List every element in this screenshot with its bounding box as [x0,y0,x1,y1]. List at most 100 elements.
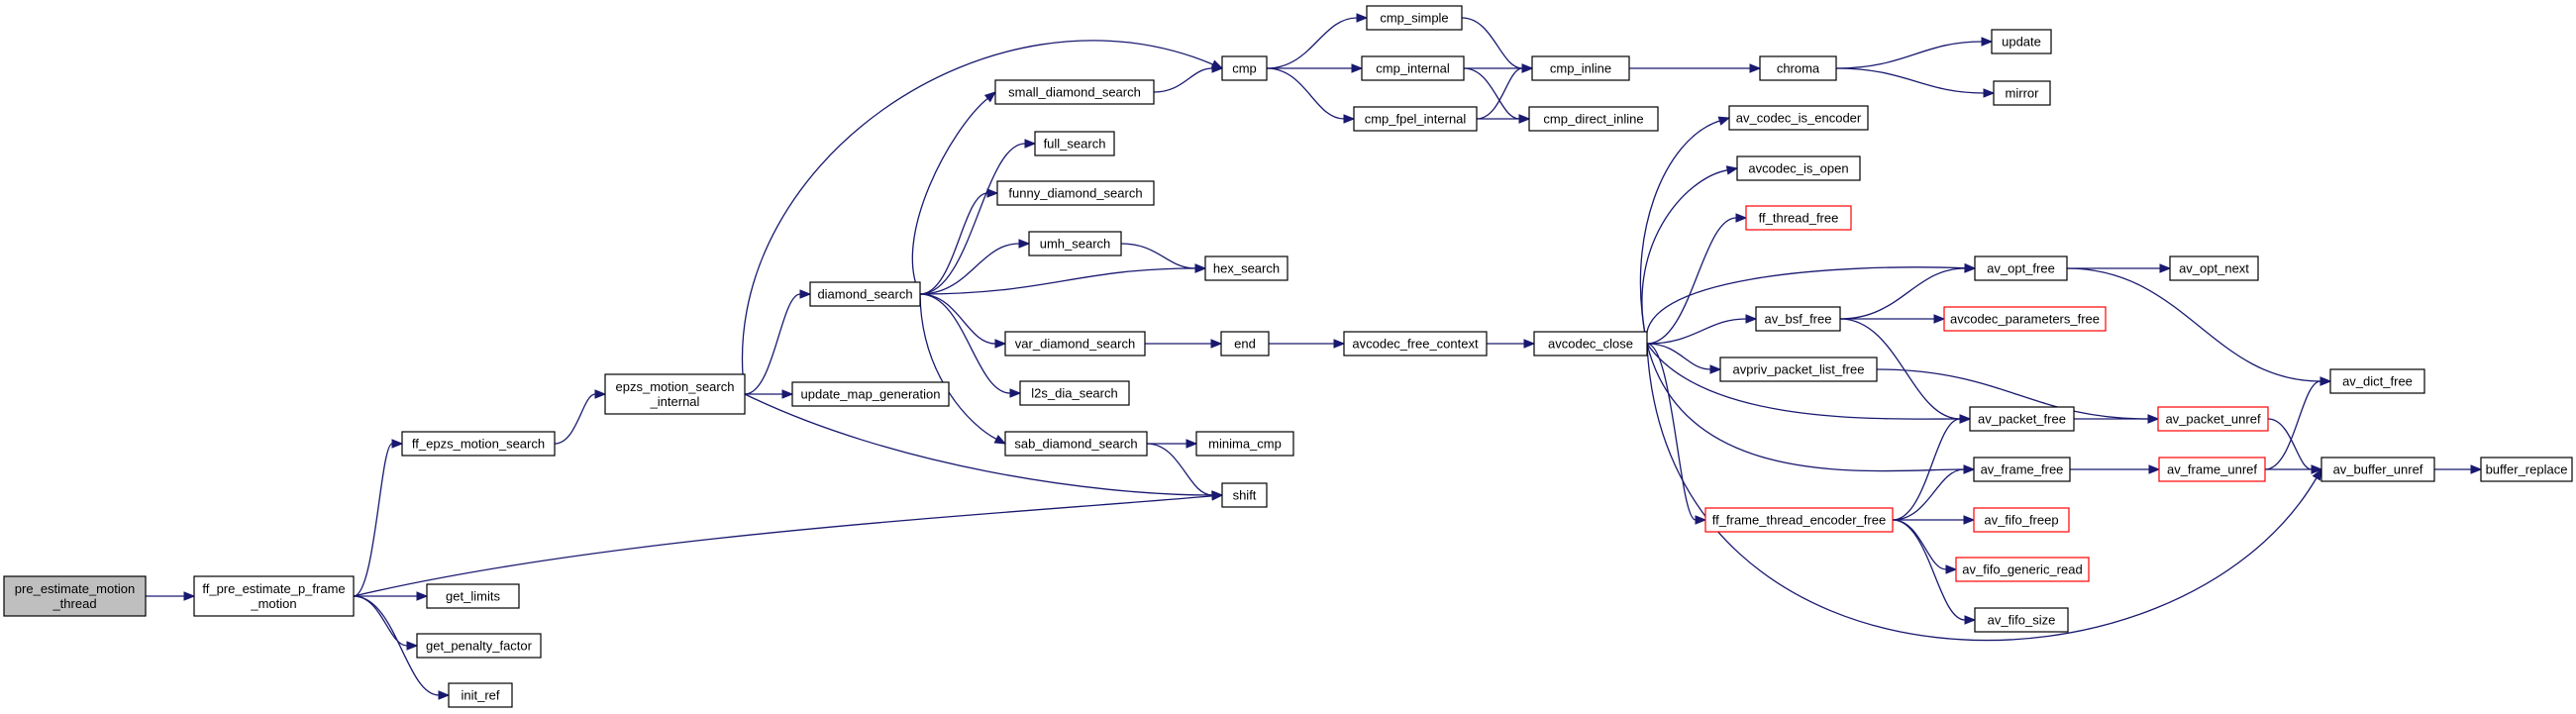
node-label: avpriv_packet_list_free [1733,362,1865,377]
node-end[interactable]: end [1220,331,1270,357]
node-av-opt-free[interactable]: av_opt_free [1974,255,2068,281]
edge-line [1892,468,1965,521]
edge-ff-frame-thread-encoder-free-to-av-fifo-size [1892,519,1977,625]
node-box [1220,331,1270,357]
node-var-diamond-search[interactable]: var_diamond_search [1004,331,1146,357]
edge-ff-frame-thread-encoder-free-to-av-fifo-freep [1893,515,1976,525]
node-update[interactable]: update [1991,29,2052,54]
node-box [2329,368,2425,394]
node-av-dict-free[interactable]: av_dict_free [2329,368,2425,394]
arrowhead [2312,467,2322,481]
node-av-codec-is-encoder[interactable]: av_codec_is_encoder [1728,105,1869,131]
node-minima-cmp[interactable]: minima_cmp [1195,431,1294,457]
node-av-fifo-size[interactable]: av_fifo_size [1974,607,2069,633]
edge-ff-pre-estimate-p-frame-motion-to-ff-epzs-motion-search [353,439,404,597]
node-full-search[interactable]: full_search [1034,131,1115,156]
edge-epzs-motion-search-internal-to-diamond-search [744,289,812,395]
node-av-fifo-freep[interactable]: av_fifo_freep [1973,507,2070,533]
arrowhead [781,389,794,399]
node-label: hex_search [1213,261,1280,276]
node-ff-pre-estimate-p-frame-motion[interactable]: ff_pre_estimate_p_frame_motion [193,575,355,617]
node-av-frame-free[interactable]: av_frame_free [1973,457,2071,482]
node-avcodec-parameters-free[interactable]: avcodec_parameters_free [1943,306,2107,332]
edge-line [919,293,1011,394]
node-av-frame-unref[interactable]: av_frame_unref [2158,457,2266,482]
node-av-bsf-free[interactable]: av_bsf_free [1755,306,1841,332]
edge-av-frame-free-to-av-frame-unref [2070,464,2161,474]
node-box [1353,106,1478,132]
node-ff-thread-free[interactable]: ff_thread_free [1745,205,1852,231]
arrowhead [438,690,451,700]
node-label: umh_search [1040,237,1111,252]
edge-ff-pre-estimate-p-frame-motion-to-init-ref [353,595,451,700]
edge-line [919,192,988,295]
node-av-opt-next[interactable]: av_opt_next [2169,255,2259,281]
node-funny-diamond-search[interactable]: funny_diamond_search [996,180,1155,206]
edge-av-frame-unref-to-av-dict-free [2264,376,2332,470]
call-edges [145,13,2483,700]
node-cmp-simple[interactable]: cmp_simple [1366,5,1463,31]
arrowhead [1964,615,1977,625]
node-buffer-replace[interactable]: buffer_replace [2480,457,2573,482]
node-avcodec-close[interactable]: avcodec_close [1533,331,1648,357]
edge-line [353,595,408,647]
node-get-penalty-factor[interactable]: get_penalty_factor [416,633,542,659]
node-sab-diamond-search[interactable]: sab_diamond_search [1004,431,1148,457]
node-cmp[interactable]: cmp [1221,55,1268,81]
edge-line [1461,17,1523,69]
edge-chroma-to-update [1835,37,1994,69]
node-av-packet-free[interactable]: av_packet_free [1969,406,2075,432]
arrowhead [1521,63,1534,73]
node-label: ff_pre_estimate_p_frame [202,581,345,596]
node-hex-search[interactable]: hex_search [1204,255,1288,281]
arrowhead [1211,63,1224,73]
node-avcodec-is-open[interactable]: avcodec_is_open [1736,155,1861,181]
node-pre-estimate-motion-thread[interactable]: pre_estimate_motion_thread [3,575,147,617]
node-av-fifo-generic-read[interactable]: av_fifo_generic_read [1955,557,2090,582]
node-avpriv-packet-list-free[interactable]: avpriv_packet_list_free [1719,357,1878,382]
edge-line [1463,67,1520,120]
node-mirror[interactable]: mirror [1993,80,2051,106]
node-label: get_limits [446,589,500,604]
node-cmp-fpel-internal[interactable]: cmp_fpel_internal [1353,106,1478,132]
node-av-packet-unref[interactable]: av_packet_unref [2157,406,2269,432]
node-label: cmp_inline [1550,61,1611,76]
node-av-buffer-unref[interactable]: av_buffer_unref [2320,457,2435,482]
node-ff-frame-thread-encoder-free[interactable]: ff_frame_thread_encoder_free [1704,507,1894,533]
node-cmp-internal[interactable]: cmp_internal [1361,55,1465,81]
node-avcodec-free-context[interactable]: avcodec_free_context [1343,331,1488,357]
node-cmp-inline[interactable]: cmp_inline [1531,55,1630,81]
node-l2s-dia-search[interactable]: l2s_dia_search [1019,380,1130,406]
node-cmp-direct-inline[interactable]: cmp_direct_inline [1528,106,1659,132]
node-epzs-motion-search-internal[interactable]: epzs_motion_search_internal [604,373,746,415]
node-shift[interactable]: shift [1221,482,1268,508]
node-get-limits[interactable]: get_limits [426,583,520,609]
node-box [3,575,147,617]
node-box [1533,331,1648,357]
node-init-ref[interactable]: init_ref [448,682,513,708]
arrowhead [1211,490,1224,500]
arrowhead [594,389,607,399]
node-umh-search[interactable]: umh_search [1028,231,1122,256]
edge-diamond-search-to-l2s-dia-search [919,293,1022,398]
node-chroma[interactable]: chroma [1759,55,1837,81]
edge-line [554,393,596,445]
node-label: av_frame_free [1981,462,2064,477]
node-box [1969,406,2075,432]
node-label: chroma [1777,61,1820,76]
node-label: ff_frame_thread_encoder_free [1712,513,1886,528]
node-update-map-generation[interactable]: update_map_generation [791,381,950,407]
edge-ff-pre-estimate-p-frame-motion-to-shift [353,491,1224,597]
edge-avcodec-close-to-av-codec-is-encoder [1639,116,1731,345]
edge-avcodec-close-to-av-opt-free [1645,262,1977,345]
node-box [1974,255,2068,281]
node-diamond-search[interactable]: diamond_search [809,281,921,307]
node-label: av_codec_is_encoder [1736,111,1862,126]
edge-line [1835,67,1985,94]
edge-line [353,495,1213,597]
node-ff-epzs-motion-search[interactable]: ff_epzs_motion_search [401,431,556,457]
node-label: funny_diamond_search [1008,186,1142,201]
node-small-diamond-search[interactable]: small_diamond_search [994,79,1155,105]
node-box [1221,482,1268,508]
edge-line [919,267,1196,295]
